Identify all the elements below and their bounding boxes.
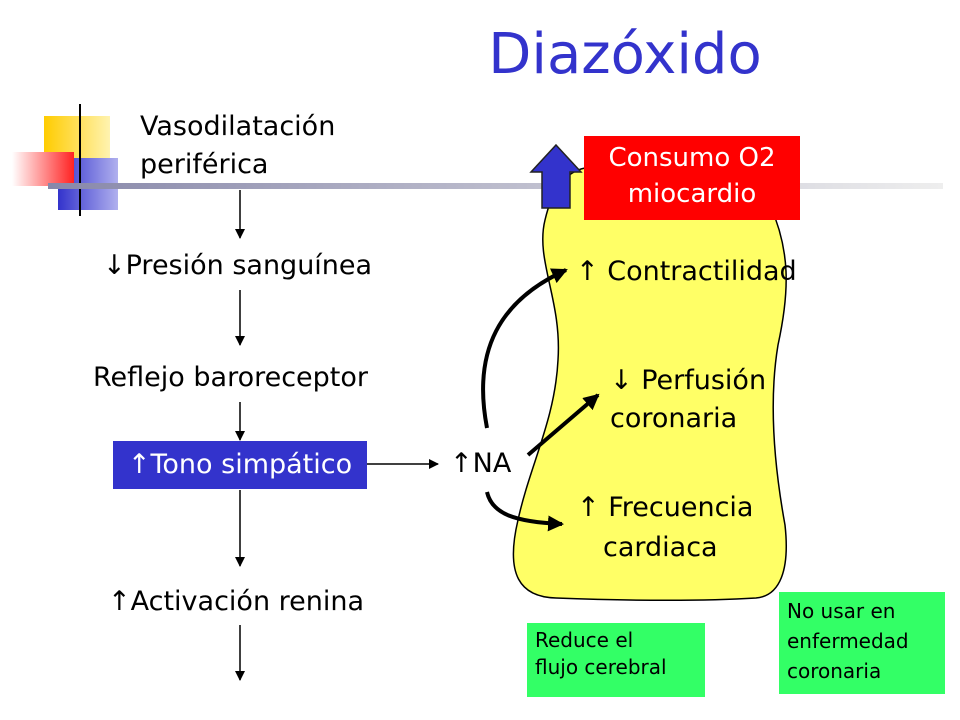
node-vasodilatacion-line1: Vasodilatación <box>140 111 336 142</box>
node-presion-label: Presión sanguínea <box>125 250 373 281</box>
node-reflejo: Reflejo baroreceptor <box>93 362 369 393</box>
effect-frecuencia-line2: cardiaca <box>603 532 718 563</box>
note-nousar-line2: enfermedad <box>787 629 909 653</box>
up-arrow-icon: ↑ <box>108 586 131 617</box>
effect-frecuencia: ↑ Frecuencia cardiaca <box>577 488 753 568</box>
node-vasodilatacion-line2: periférica <box>140 149 269 180</box>
effect-perfusion-line2: coronaria <box>610 403 738 434</box>
node-tono-box: ↑Tono simpático <box>113 441 367 489</box>
consumo-line1: Consumo O2 <box>608 143 776 173</box>
note-nousar-line1: No usar en <box>787 599 896 623</box>
effect-contractilidad-label: Contractilidad <box>607 256 797 287</box>
effect-perfusion: ↓ Perfusión coronaria <box>610 362 766 438</box>
node-presion: ↓Presión sanguínea <box>103 250 372 281</box>
effect-contractilidad: ↑ Contractilidad <box>576 256 797 287</box>
consumo-line2: miocardio <box>627 179 757 209</box>
consumo-o2-box: Consumo O2 miocardio <box>584 136 800 220</box>
node-tono-label: Tono simpático <box>150 449 353 480</box>
node-vasodilatacion: Vasodilatación periférica <box>140 108 335 184</box>
na-effect-arrows <box>481 268 600 532</box>
decorative-logo <box>12 104 943 216</box>
up-arrow-icon: ↑ <box>577 492 600 523</box>
up-arrow-icon <box>529 143 583 209</box>
note-reduce-line1: Reduce el <box>535 628 634 652</box>
up-arrow-icon: ↑ <box>127 449 151 480</box>
node-na: ↑NA <box>450 448 511 479</box>
note-nousar-line3: coronaria <box>787 659 882 683</box>
node-na-label: NA <box>472 448 512 479</box>
note-reduce-flujo: Reduce el flujo cerebral <box>527 623 705 697</box>
down-arrow-icon: ↓ <box>610 365 633 396</box>
effects-blob <box>512 167 787 602</box>
flow-arrows <box>235 190 439 681</box>
effect-perfusion-line1: Perfusión <box>641 365 767 396</box>
down-arrow-icon: ↓ <box>103 250 126 281</box>
note-reduce-line2: flujo cerebral <box>535 655 667 679</box>
effect-frecuencia-line1: Frecuencia <box>608 492 754 523</box>
page-title: Diazóxido <box>488 22 762 87</box>
node-renina-label: Activación renina <box>130 586 365 617</box>
note-no-usar: No usar en enfermedad coronaria <box>779 592 945 694</box>
node-renina: ↑Activación renina <box>108 586 364 617</box>
up-arrow-icon: ↑ <box>576 256 599 287</box>
up-arrow-icon: ↑ <box>450 448 473 479</box>
